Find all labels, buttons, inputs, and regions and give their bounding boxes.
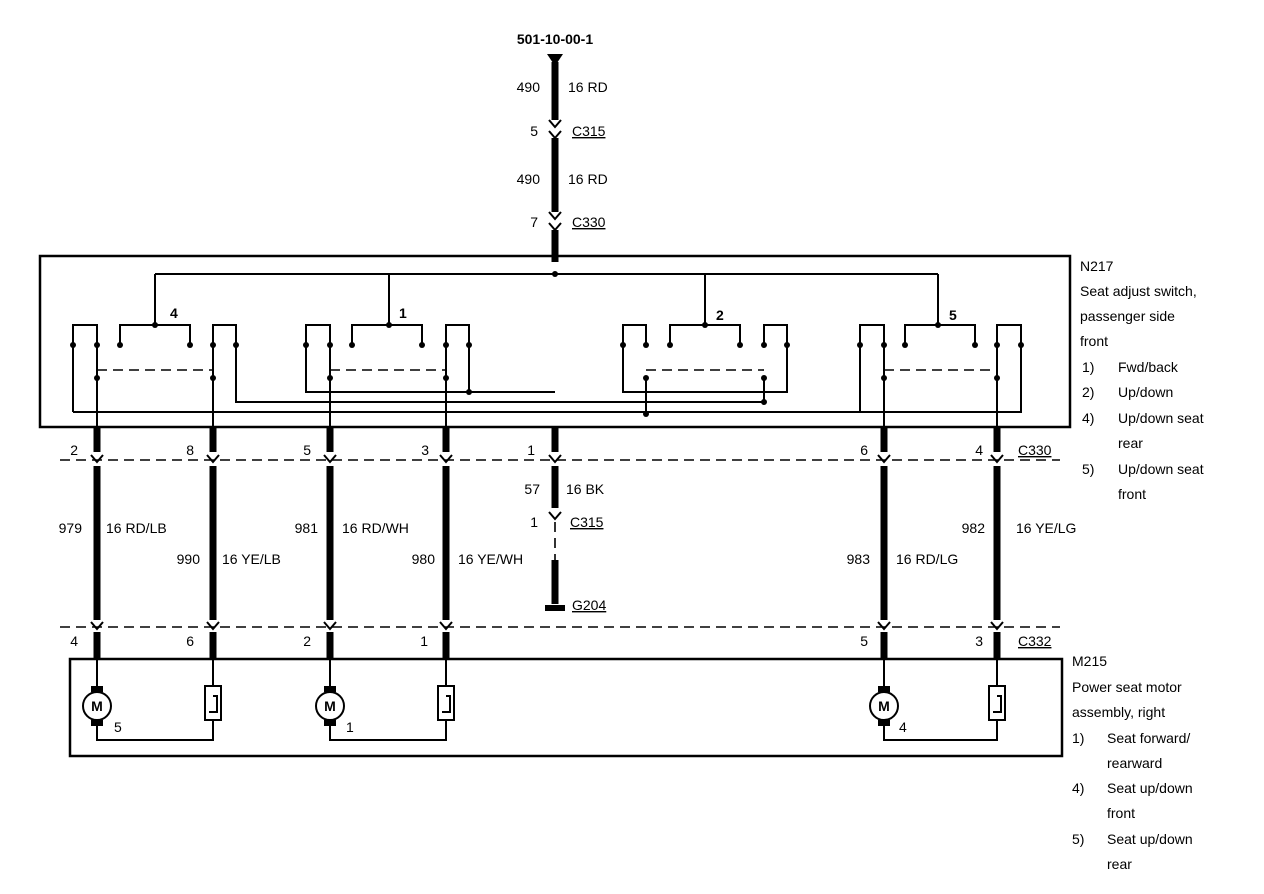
wire-990-circuit: 990 <box>177 551 201 567</box>
feed-wire-1-color: 16 RD <box>568 79 608 95</box>
thermal-breaker-icon <box>204 685 222 721</box>
motor-assembly-box <box>68 657 1064 758</box>
wire-979-circuit: 979 <box>59 520 83 536</box>
c332-pin-1: 1 <box>420 633 428 649</box>
c332-row-label: C332 <box>1018 633 1052 649</box>
motor-group-3 <box>869 659 1006 741</box>
c330-pin-5: 5 <box>303 442 311 458</box>
c330-pin-1: 1 <box>527 442 535 458</box>
wire-990-color: 16 YE/LB <box>222 551 281 567</box>
motor-3-symbol: M <box>878 698 890 714</box>
wire-982-circuit: 982 <box>962 520 986 536</box>
wire-981-color: 16 RD/WH <box>342 520 409 536</box>
feed-wire-2-color: 16 RD <box>568 171 608 187</box>
wire-980-circuit: 980 <box>412 551 436 567</box>
top-connector-label: 501-10-00-1 <box>517 31 593 47</box>
switch-legend-text-1: Fwd/back <box>1118 359 1179 375</box>
feed-pin-c330: 7 <box>530 214 538 230</box>
motor-legend-text-5a: Seat up/down <box>1107 831 1193 847</box>
switch-legend-num-1: 1) <box>1082 359 1094 375</box>
ground-g204-label: G204 <box>572 597 606 613</box>
c330-pin-2: 2 <box>70 442 78 458</box>
switch-legend-text-5b: front <box>1118 486 1146 502</box>
motor-legend-num-1: 1) <box>1072 730 1084 746</box>
feed-c315-label: C315 <box>572 123 606 139</box>
c332-pin-5: 5 <box>860 633 868 649</box>
bus-node <box>552 271 558 277</box>
switch-section-1 <box>303 324 555 395</box>
c330-pin-4: 4 <box>975 442 983 458</box>
wire-981-circuit: 981 <box>295 520 319 536</box>
feed-arrow-icon <box>547 54 563 66</box>
motor-legend-text-4a: Seat up/down <box>1107 780 1193 796</box>
c332-pin-6: 6 <box>186 633 194 649</box>
motor-icon <box>82 691 112 721</box>
thermal-breaker-icon <box>437 685 455 721</box>
motor-2-symbol: M <box>324 698 336 714</box>
motor-1-symbol: M <box>91 698 103 714</box>
switch-legend-num-5: 5) <box>1082 461 1094 477</box>
ground-circuit: 57 <box>524 481 540 497</box>
c332-pin-4: 4 <box>70 633 78 649</box>
c330-pin-6: 6 <box>860 442 868 458</box>
switch-section-label-5: 5 <box>949 307 957 323</box>
motor-legend-num-5: 5) <box>1072 831 1084 847</box>
switch-legend-text-4b: rear <box>1118 435 1143 451</box>
harness-wires <box>60 345 1060 658</box>
wire-983-color: 16 RD/LG <box>896 551 958 567</box>
switch-id: N217 <box>1080 258 1114 274</box>
wire-980-color: 16 YE/WH <box>458 551 523 567</box>
c330-top-connector-symbol <box>548 211 562 232</box>
switch-section-label-2: 2 <box>716 307 724 323</box>
switch-desc-line-1: Seat adjust switch, <box>1080 283 1197 299</box>
feed-c330-label: C330 <box>572 214 606 230</box>
switch-legend-text-5a: Up/down seat <box>1118 461 1204 477</box>
feed-circuit-1: 490 <box>517 79 541 95</box>
motor-1-label: 5 <box>114 719 122 735</box>
motor-group-2 <box>315 659 455 741</box>
switch-section-label-1: 1 <box>399 305 407 321</box>
wire-983-circuit: 983 <box>847 551 871 567</box>
ground-pin-c315: 1 <box>530 514 538 530</box>
motor-3-label: 4 <box>899 719 907 735</box>
switch-legend-text-4a: Up/down seat <box>1118 410 1204 426</box>
motor-legend-text-1a: Seat forward/ <box>1107 730 1190 746</box>
c330-row-label: C330 <box>1018 442 1052 458</box>
c315-connector-symbol <box>548 119 562 140</box>
switch-section-5 <box>857 324 1024 413</box>
motor-desc-line-1: Power seat motor <box>1072 679 1182 695</box>
motor-icon <box>869 691 899 721</box>
c330-pin-8: 8 <box>186 442 194 458</box>
motor-desc-line-2: assembly, right <box>1072 704 1165 720</box>
switch-section-4 <box>70 324 862 413</box>
ground-wire-color: 16 BK <box>566 481 605 497</box>
c332-pin-3: 3 <box>975 633 983 649</box>
motor-group-1 <box>82 659 222 741</box>
switch-desc-line-3: front <box>1080 333 1108 349</box>
motor-icon <box>315 691 345 721</box>
switch-desc-line-2: passenger side <box>1080 308 1175 324</box>
feed-pin-c315: 5 <box>530 123 538 139</box>
ground-c315-label: C315 <box>570 514 604 530</box>
switch-legend-text-2: Up/down <box>1118 384 1173 400</box>
motor-legend-text-4b: front <box>1107 805 1135 821</box>
c330-pin-3: 3 <box>421 442 429 458</box>
switch-section-label-4: 4 <box>170 305 178 321</box>
wire-979-color: 16 RD/LB <box>106 520 167 536</box>
motor-legend-text-1b: rearward <box>1107 755 1162 771</box>
switch-section-2 <box>620 324 790 417</box>
switch-legend-num-4: 4) <box>1082 410 1094 426</box>
feed-circuit-2: 490 <box>517 171 541 187</box>
motor-legend-text-5b: rear <box>1107 856 1132 872</box>
motor-id: M215 <box>1072 653 1107 669</box>
motor-2-label: 1 <box>346 719 354 735</box>
motor-legend-num-4: 4) <box>1072 780 1084 796</box>
switch-legend-num-2: 2) <box>1082 384 1094 400</box>
switch-box <box>38 254 1072 429</box>
wire-982-color: 16 YE/LG <box>1016 520 1076 536</box>
c332-pin-2: 2 <box>303 633 311 649</box>
thermal-breaker-icon <box>988 685 1006 721</box>
